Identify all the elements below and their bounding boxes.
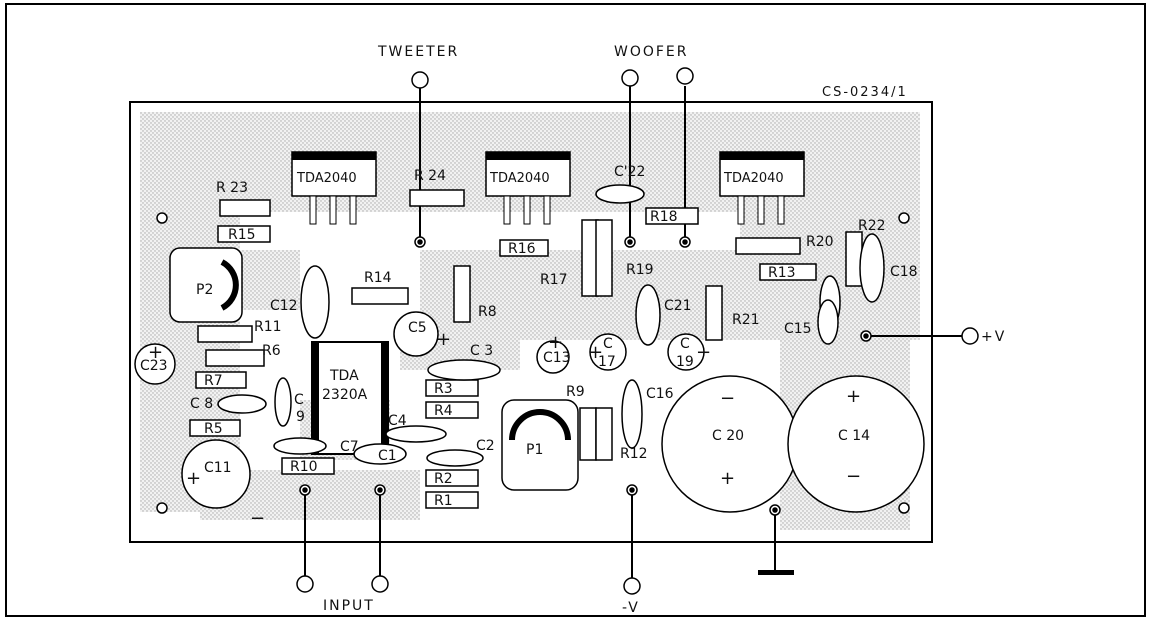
ic-u4-label-1: TDA: [329, 368, 359, 384]
input-label: INPUT: [323, 598, 375, 614]
c14-plus: +: [846, 386, 861, 407]
ic-u1-label: TDA2040: [296, 171, 357, 186]
outer-frame: [5, 3, 1146, 617]
label-p2: P2: [196, 282, 213, 298]
label-r3: R3: [434, 381, 453, 397]
c11-plus: +: [186, 468, 201, 489]
resistor-bodies: [189, 189, 863, 509]
tweeter-terminal[interactable]: [411, 71, 429, 89]
pos-v-label: +V: [981, 329, 1006, 345]
label-r24: R 24: [414, 168, 446, 184]
board-reference: CS-0234/1: [822, 85, 908, 100]
label-r16: R16: [508, 241, 536, 257]
ic-u4-label-2: 2320A: [322, 387, 368, 403]
ic-u1: TDA2040: [291, 151, 377, 225]
c20-plus: +: [720, 468, 735, 489]
connector-wires: [304, 86, 962, 578]
input-terminal-b[interactable]: [371, 575, 389, 593]
label-r15: R15: [228, 227, 256, 243]
label-r4: R4: [434, 403, 453, 419]
label-c17-a: C: [603, 336, 613, 352]
solder-pads: [299, 236, 872, 516]
label-r1: R1: [434, 493, 453, 509]
input-terminal-a[interactable]: [296, 575, 314, 593]
label-r13: R13: [768, 265, 796, 281]
label-c4: C4: [388, 413, 407, 429]
label-r9: R9: [566, 384, 585, 400]
label-r18: R18: [650, 209, 678, 225]
label-r7: R7: [204, 373, 223, 389]
ic-u2-label: TDA2040: [489, 171, 550, 186]
label-c20: C 20: [712, 428, 744, 444]
label-c13: C13: [543, 350, 571, 366]
c11-minus: −: [250, 508, 265, 529]
c5-plus: +: [436, 329, 451, 350]
c17-plus: +: [588, 342, 603, 363]
woofer-label: WOOFER: [614, 44, 689, 60]
ic-u3: TDA2040: [719, 151, 805, 225]
ic-u4: TDA 2320A: [311, 341, 389, 455]
label-c16: C16: [646, 386, 674, 402]
label-r20: R20: [806, 234, 834, 250]
label-r21: R21: [732, 312, 760, 328]
label-c7: C7: [340, 439, 359, 455]
neg-v-label: -V: [622, 600, 640, 616]
capacitor-bodies: [134, 184, 925, 513]
label-c1: C1: [378, 448, 397, 464]
label-r12: R12: [620, 446, 648, 462]
c13-plus: +: [548, 332, 563, 353]
label-c9-b: 9: [296, 409, 305, 425]
label-r11: R11: [254, 319, 282, 335]
label-r23: R 23: [216, 180, 248, 196]
pos-v-terminal[interactable]: [961, 327, 979, 345]
polarity-marks: + + − − + + − + + − +: [148, 329, 861, 529]
label-c22: C'22: [614, 164, 645, 180]
label-c8: C 8: [190, 396, 213, 412]
label-c9-a: C: [294, 392, 304, 408]
label-r6: R6: [262, 343, 281, 359]
label-r8: R8: [478, 304, 497, 320]
ic-u3-label: TDA2040: [723, 171, 784, 186]
c14-minus: −: [846, 466, 861, 487]
c23-plus: +: [148, 342, 163, 363]
label-r14: R14: [364, 270, 392, 286]
component-labels: R 23 R15 R 24 R16 R18 R20 R13 R22 R14 R8…: [140, 164, 918, 509]
label-r10: R10: [290, 459, 318, 475]
ic-u2: TDA2040: [485, 151, 571, 225]
label-r19: R19: [626, 262, 654, 278]
label-c19-a: C: [680, 336, 690, 352]
label-c14: C 14: [838, 428, 870, 444]
label-c23: C23: [140, 358, 168, 374]
label-p1: P1: [526, 442, 543, 458]
c20-minus: −: [720, 388, 735, 409]
label-c18: C18: [890, 264, 918, 280]
label-r2: R2: [434, 471, 453, 487]
c19-minus: −: [696, 342, 711, 363]
mounting-holes: [156, 212, 910, 514]
label-c5: C5: [408, 320, 427, 336]
label-c17-b: 17: [598, 354, 616, 370]
pot-p1: [501, 399, 579, 491]
woofer-terminal-a[interactable]: [621, 69, 639, 87]
ground-symbol: [758, 570, 794, 575]
pot-p2: [169, 247, 243, 323]
label-c2: C2: [476, 438, 495, 454]
neg-v-terminal[interactable]: [623, 577, 641, 595]
label-c11: C11: [204, 460, 232, 476]
label-c21: C21: [664, 298, 692, 314]
label-c15: C15: [784, 321, 812, 337]
label-r22: R22: [858, 218, 886, 234]
woofer-terminal-b[interactable]: [676, 67, 694, 85]
label-c12: C12: [270, 298, 298, 314]
label-c3: C 3: [470, 343, 493, 359]
tweeter-label: TWEETER: [377, 44, 459, 60]
label-c19-b: 19: [676, 354, 694, 370]
label-r17: R17: [540, 272, 568, 288]
label-r5: R5: [204, 421, 223, 437]
